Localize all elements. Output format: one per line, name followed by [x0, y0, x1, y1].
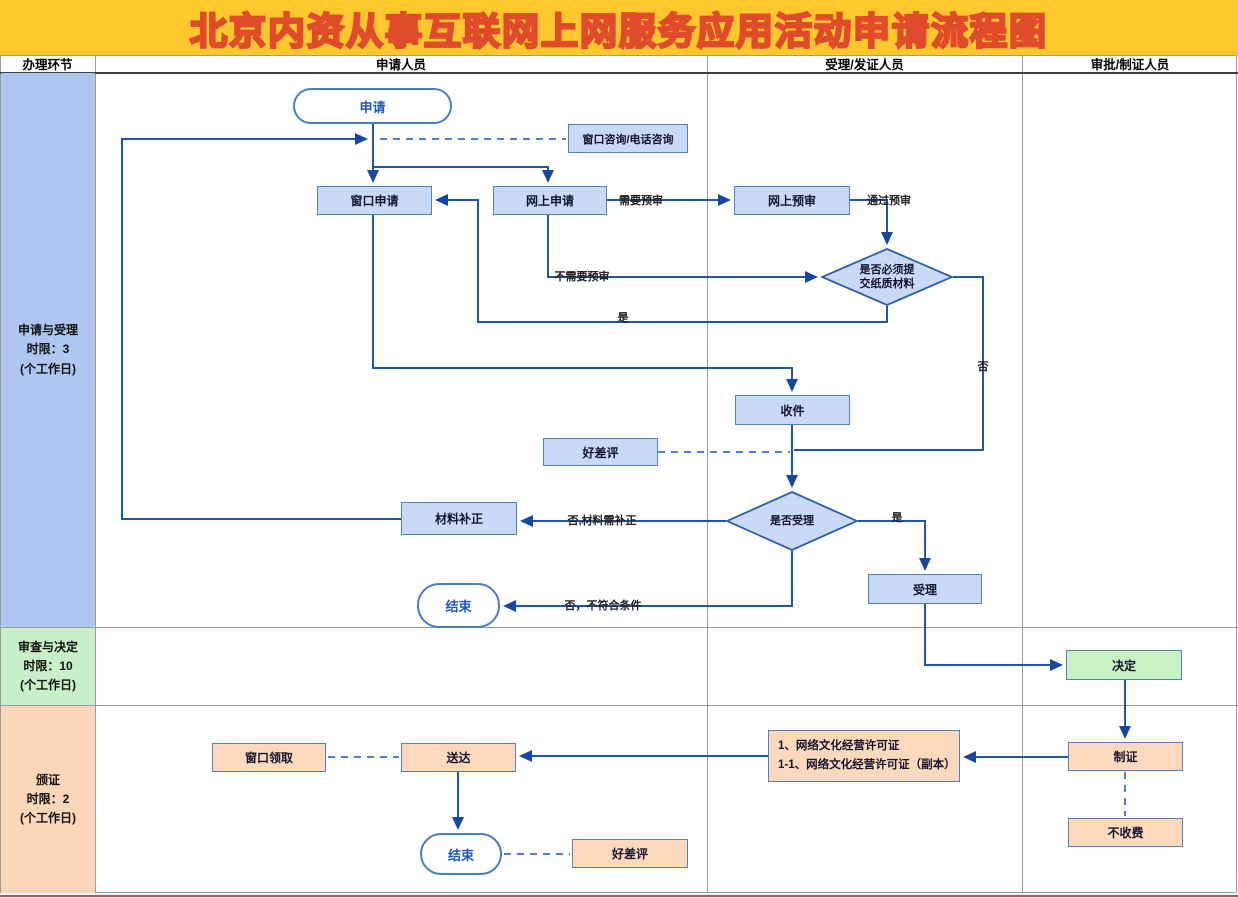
column-divider-3: [1022, 55, 1023, 893]
stage-apply-accept: 申请与受理 时限：3 (个工作日): [1, 73, 95, 627]
node-make-cert: 制证: [1068, 742, 1183, 771]
node-end2-label: 结束: [447, 847, 474, 863]
node-license: 1、网络文化经营许可证 1-1、网络文化经营许可证（副本）: [768, 730, 960, 782]
table-frame: [0, 55, 1237, 893]
node-review-1: 好差评: [543, 438, 658, 466]
edge-label-no-fix: 否,材料需补正: [567, 515, 637, 527]
bottom-edge-line: [0, 895, 1238, 897]
node-end-2: 结束: [420, 833, 502, 875]
node-deliver-label: 送达: [446, 751, 471, 765]
node-window-pickup: 窗口领取: [212, 743, 326, 772]
row-divider-2: [0, 705, 1238, 706]
node-no-fee: 不收费: [1068, 818, 1183, 847]
node-accept-decision-label: 是否受理: [726, 491, 858, 551]
node-no-fee-label: 不收费: [1107, 826, 1144, 840]
node-receive-label: 收件: [780, 403, 805, 418]
column-header-stage: 办理环节: [22, 58, 73, 72]
node-accept-label: 受理: [912, 582, 937, 597]
node-make-cert-label: 制证: [1113, 750, 1138, 764]
node-apply-start: 申请: [293, 88, 452, 124]
column-header-acceptor: 受理/发证人员: [825, 58, 904, 72]
node-end1-label: 结束: [445, 599, 472, 614]
edge-label-pass-preview: 通过预审: [867, 195, 911, 207]
node-online-apply: 网上申请: [493, 186, 607, 215]
stage2-limit: 时限：10: [23, 658, 73, 673]
stage2-unit: (个工作日): [19, 678, 76, 693]
paper-decision-line1: 是否必须提: [859, 263, 915, 276]
node-decide-label: 决定: [1111, 658, 1136, 673]
stage1-limit: 时限：3: [26, 342, 70, 357]
stage-issue-cert: 颁证 时限：2 (个工作日): [1, 706, 95, 893]
node-online-apply-label: 网上申请: [525, 194, 574, 208]
node-material-fix-label: 材料补正: [434, 512, 483, 526]
edge-label-yes-1: 是: [617, 312, 629, 324]
node-window-pickup-label: 窗口领取: [244, 751, 293, 765]
column-divider-1: [95, 55, 96, 893]
license-line1: 1、网络文化经营许可证: [778, 740, 900, 753]
stage2-name: 审查与决定: [17, 639, 78, 654]
node-online-preview: 网上预审: [734, 186, 850, 215]
node-review2-label: 好差评: [611, 847, 648, 861]
edge-label-no-need-preview: 不需要预审: [554, 271, 610, 283]
node-window-apply: 窗口申请: [317, 186, 432, 215]
edge-label-no-1: 否: [977, 361, 989, 373]
stage1-name: 申请与受理: [17, 323, 78, 338]
node-accept-decision: 是否受理: [726, 491, 858, 551]
column-header-approver: 审批/制证人员: [1090, 58, 1170, 72]
accept-decision-text: 是否受理: [770, 514, 814, 527]
edge-label-no-reject: 否，不符合条件: [564, 600, 642, 612]
node-deliver: 送达: [401, 743, 516, 772]
row-divider-1: [0, 627, 1238, 628]
node-apply-label: 申请: [359, 99, 386, 115]
title-banner: 北京内资从事互联网上网服务应用活动申请流程图: [0, 0, 1238, 55]
page-title: 北京内资从事互联网上网服务应用活动申请流程图: [189, 9, 1048, 53]
node-consult: 窗口咨询/电话咨询: [568, 124, 688, 153]
license-line2: 1-1、网络文化经营许可证（副本）: [778, 759, 956, 771]
node-paper-decision-label: 是否必须提 交纸质材料: [821, 248, 953, 306]
stage-review-decide: 审查与决定 时限：10 (个工作日): [1, 628, 95, 705]
node-review-2: 好差评: [572, 839, 688, 868]
column-divider-2: [707, 55, 708, 893]
node-decide: 决定: [1066, 650, 1182, 680]
stage3-unit: (个工作日): [20, 811, 76, 826]
node-receive: 收件: [735, 395, 850, 425]
node-material-fix: 材料补正: [401, 502, 517, 535]
edge-label-yes-2: 是: [891, 512, 903, 524]
stage3-name: 颁证: [35, 772, 60, 787]
stage3-limit: 时限：2: [26, 791, 70, 806]
node-paper-decision: 是否必须提 交纸质材料: [821, 248, 953, 306]
node-end-1: 结束: [417, 583, 500, 628]
node-accept: 受理: [868, 574, 982, 604]
node-online-preview-label: 网上预审: [767, 194, 816, 208]
edge-label-need-preview: 需要预审: [619, 195, 663, 207]
node-review1-label: 好差评: [582, 445, 619, 460]
paper-decision-line2: 交纸质材料: [859, 278, 915, 290]
node-window-apply-label: 窗口申请: [350, 194, 399, 208]
column-header-applicant: 申请人员: [375, 58, 426, 72]
stage1-unit: (个工作日): [19, 361, 76, 376]
node-consult-label: 窗口咨询/电话咨询: [582, 133, 674, 146]
header-underline: [0, 72, 1238, 74]
